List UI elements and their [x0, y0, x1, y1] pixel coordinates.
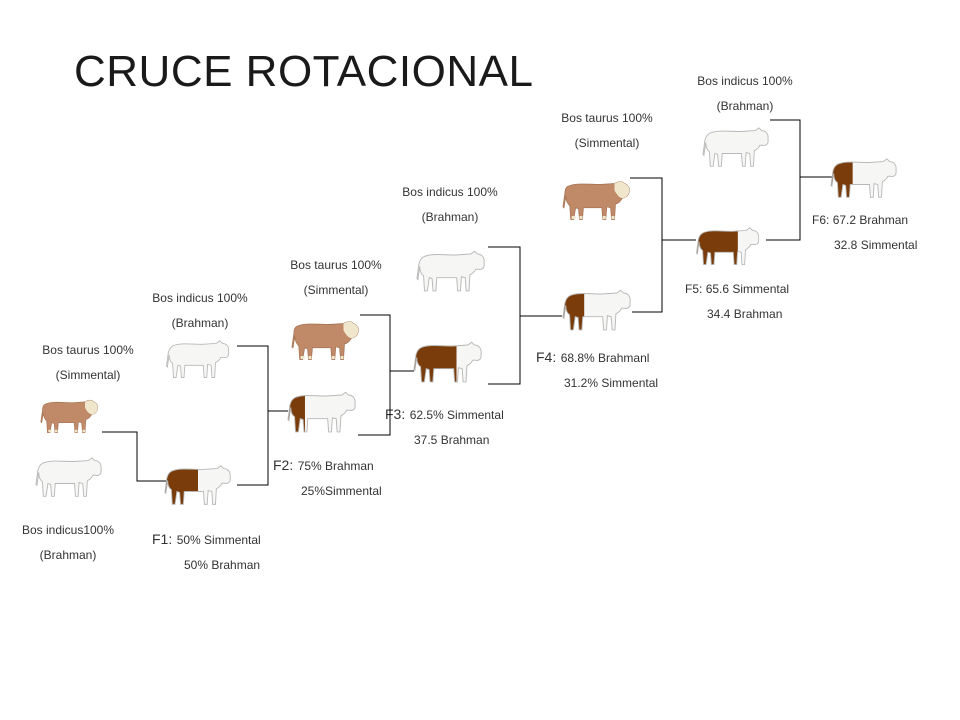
parent-label-brahman-1: Bos indicus100%(Brahman)	[21, 523, 115, 562]
crossbred-cow-icon-f1	[164, 463, 232, 509]
parent-label-simmental-1: Bos taurus 100%(Simmental)	[42, 343, 134, 382]
brahman-cow-icon	[702, 126, 770, 170]
simmental-bull-icon	[36, 396, 104, 436]
crossbred-cow-icon-f5	[695, 226, 761, 268]
connector-f6	[766, 119, 801, 241]
simmental-bull-shape	[40, 399, 99, 433]
parent-label-brahman-4: Bos indicus 100%(Brahman)	[697, 74, 793, 113]
page-title: CRUCE ROTACIONAL	[74, 47, 534, 96]
generation-label-f6: F6: 67.2 Brahman 32.8 Simmental	[812, 213, 918, 252]
generation-label-f4: F4: 68.8% Brahmanl 31.2% Simmental	[536, 349, 659, 390]
crossbred-brown-part	[413, 342, 457, 382]
generation-label-f1: F1: 50% Simmental 50% Brahman	[152, 531, 261, 572]
connector-f5	[630, 177, 663, 313]
crossbred-cow-icon-f2	[287, 388, 357, 438]
connector-f3	[358, 314, 391, 436]
crossbred-brown-part	[696, 227, 738, 265]
connector-f1	[102, 431, 168, 482]
simmental-bull-icon	[291, 316, 361, 364]
brahman-cow-icon	[34, 456, 104, 500]
simmental-bull-icon	[562, 175, 632, 225]
crossbred-cow-icon-f3	[413, 338, 483, 388]
generation-label-f2: F2: 75% Brahman 25%Simmental	[273, 457, 382, 498]
parent-label-brahman-2: Bos indicus 100%(Brahman)	[152, 291, 248, 330]
brahman-cow-icon	[416, 246, 486, 298]
brahman-cow-icon	[164, 339, 232, 381]
crossbred-cow-icon-f6	[830, 157, 898, 201]
parent-label-brahman-3: Bos indicus 100%(Brahman)	[402, 185, 498, 224]
connector-f4	[488, 246, 521, 385]
generation-label-f3: F3: 62.5% Simmental 37.5 Brahman	[385, 406, 504, 447]
crossbred-cow-icon-f4	[562, 285, 632, 337]
generation-label-f5: F5: 65.6 Simmental 34.4 Brahman	[685, 282, 790, 321]
parent-label-simmental-3: Bos taurus 100%(Simmental)	[561, 111, 653, 150]
connector-f2	[237, 345, 269, 486]
parent-label-simmental-2: Bos taurus 100%(Simmental)	[290, 258, 382, 297]
